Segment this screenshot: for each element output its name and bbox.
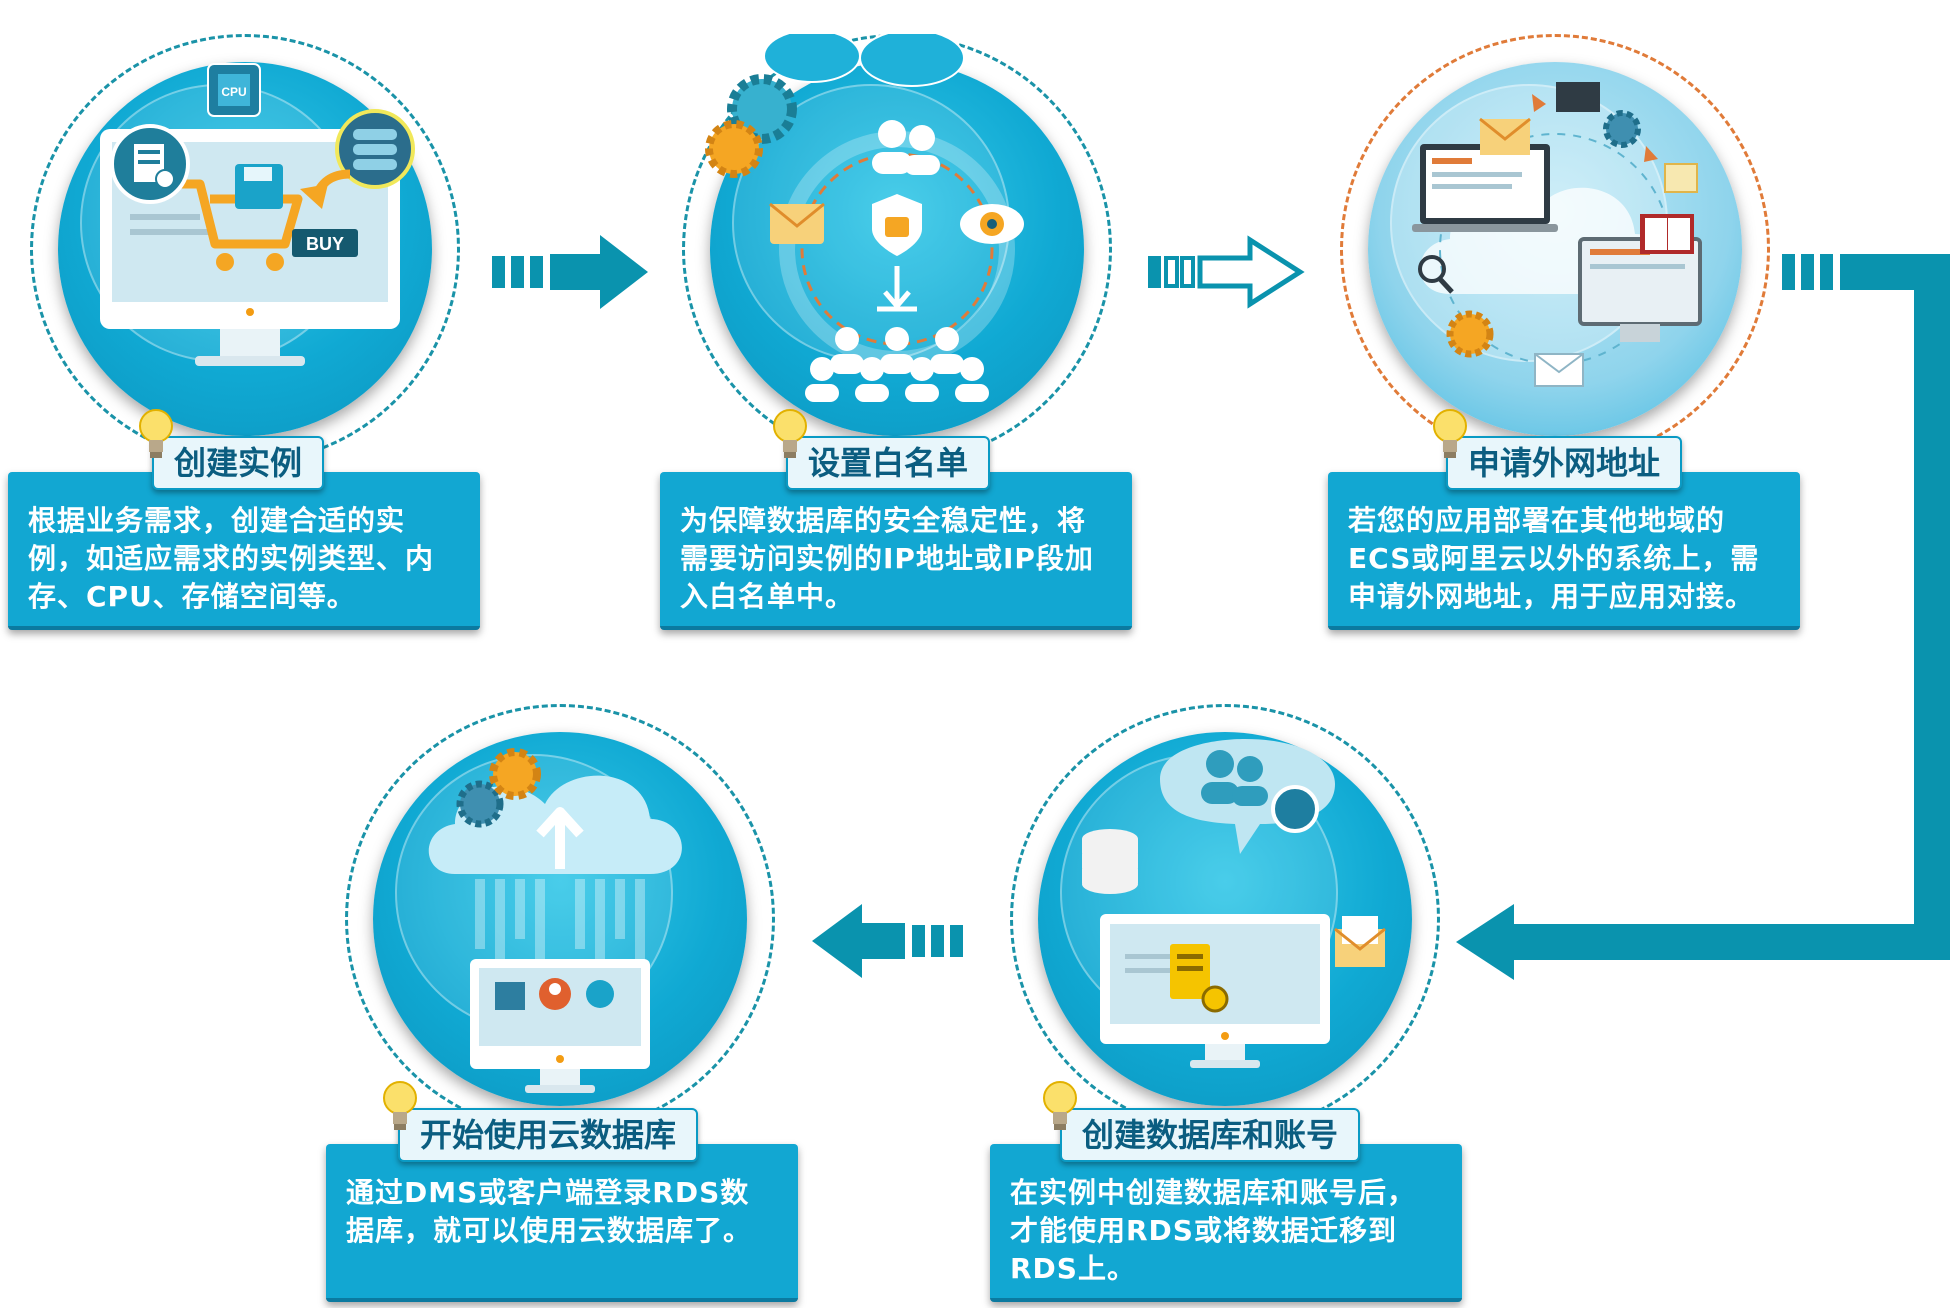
step-1-circle: BUY CPU <box>30 34 460 464</box>
step-3-circle <box>1340 34 1770 464</box>
lightbulb-icon <box>773 409 807 458</box>
arrow-step4-to-step5 <box>812 904 963 978</box>
lightbulb-icon <box>139 409 173 458</box>
security-whitelist-icon <box>705 34 1024 402</box>
lightbulb-icon <box>1433 409 1467 458</box>
step-3-description: 若您的应用部署在其他地域的ECS或阿里云以外的系统上，需申请外网地址，用于应用对… <box>1328 472 1800 630</box>
buy-label: BUY <box>306 234 344 254</box>
step-4-description: 在实例中创建数据库和账号后，才能使用RDS或将数据迁移到RDS上。 <box>990 1144 1462 1302</box>
step-2-circle <box>682 34 1112 464</box>
step-4-title: 创建数据库和账号 <box>1060 1108 1361 1162</box>
cloud-upload-icon <box>428 748 682 1093</box>
step-2-title: 设置白名单 <box>786 436 991 490</box>
step-3-title: 申请外网地址 <box>1446 436 1683 490</box>
cpu-label: CPU <box>221 85 246 99</box>
arrow-step2-to-step3 <box>1148 235 1305 309</box>
cloud-network-icon <box>1412 82 1702 387</box>
shopping-monitor-icon: BUY CPU <box>100 63 415 366</box>
step-5-description: 通过DMS或客户端登录RDS数据库，就可以使用云数据库了。 <box>326 1144 798 1302</box>
step-5-title: 开始使用云数据库 <box>398 1108 699 1162</box>
arrow-step1-to-step2 <box>492 235 648 309</box>
lightbulb-icon <box>383 1081 417 1130</box>
step-1-title: 创建实例 <box>152 436 325 490</box>
step-5-circle <box>345 704 775 1134</box>
database-account-icon <box>1082 739 1386 1068</box>
step-4-circle <box>1010 704 1440 1134</box>
lightbulb-icon <box>1043 1081 1077 1130</box>
step-2-description: 为保障数据库的安全稳定性，将需要访问实例的IP地址或IP段加入白名单中。 <box>660 472 1132 630</box>
step-1-description: 根据业务需求，创建合适的实例，如适应需求的实例类型、内存、CPU、存储空间等。 <box>8 472 480 630</box>
